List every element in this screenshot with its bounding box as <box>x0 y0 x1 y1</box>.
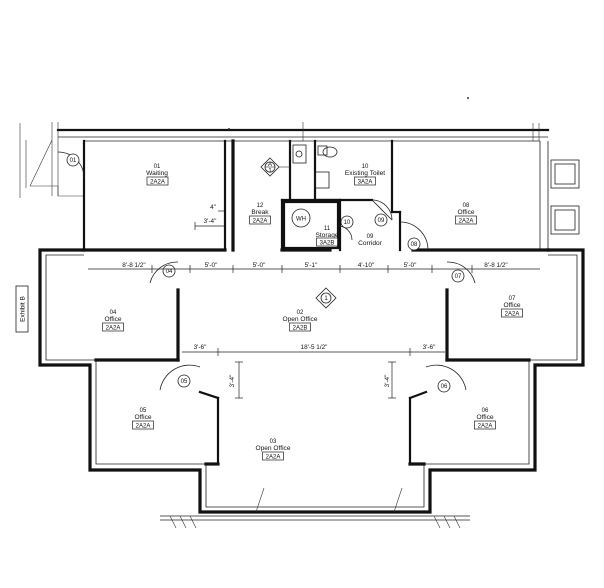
dim-label: 8'-8 1/2" <box>122 262 145 269</box>
door-tag-08: 08 <box>411 242 418 248</box>
room-number: 11 <box>324 226 331 232</box>
room-number: 10 <box>362 164 369 170</box>
room-number: 04 <box>110 310 117 316</box>
room-code: 2A2A <box>266 454 281 460</box>
dim-label: 5'-0" <box>205 262 218 269</box>
room-09: 09 Corridor <box>358 234 383 247</box>
room-number: 07 <box>509 296 516 302</box>
room-code: 2A2A <box>150 179 165 185</box>
door-tag-01: 01 <box>70 158 77 164</box>
scan-specks <box>228 97 469 130</box>
water-heater: WH <box>291 208 311 228</box>
top-wall-strip <box>19 122 550 250</box>
room-code: 2A2A <box>505 311 520 317</box>
room-04: 04 Office 2A2A <box>102 310 124 332</box>
door-tag-06: 06 <box>441 384 448 390</box>
room-name: Office <box>503 302 520 309</box>
room-name: Waiting <box>146 170 168 177</box>
exterior-units <box>550 159 580 235</box>
elevation-tag-top: A <box>268 162 272 168</box>
room-code: 3A2B <box>320 240 335 246</box>
room-code: 2A2B <box>293 325 308 331</box>
entry-steps <box>160 487 470 529</box>
room-name: Office <box>134 414 151 421</box>
room-name: Existing Toilet <box>345 170 385 177</box>
room-code: 3A2A <box>358 179 373 185</box>
door-tag-09: 09 <box>378 218 385 224</box>
door-tag-05: 05 <box>181 379 188 385</box>
elevation-tag-bottom: 1 <box>268 169 272 175</box>
room-number: 01 <box>154 164 161 170</box>
room-number: 12 <box>257 203 264 209</box>
dim-label: 3'-4" <box>384 375 391 388</box>
room-name: Office <box>104 316 121 323</box>
room-number: 05 <box>140 408 147 414</box>
elevation-marker: A 1 <box>260 157 290 177</box>
room-name: Open Office <box>282 316 317 323</box>
room-02: 02 Open Office 2A2B <box>282 310 318 332</box>
room-11: 11 Storage 3A2B <box>315 226 339 247</box>
section-tag-label: 1 <box>324 296 328 302</box>
room-labels: 01 Waiting 2A2A 12 Break 2A2A 10 Existin… <box>102 164 523 461</box>
door-swings <box>149 221 476 391</box>
door-tag-07: 07 <box>455 274 462 280</box>
door-tags: 01 10 09 08 04 07 05 06 <box>66 153 465 393</box>
dim-label: 5'-1" <box>305 262 318 269</box>
section-marker: 1 <box>315 287 337 309</box>
room-06: 06 Office 2A2A <box>474 408 496 430</box>
dimension-strings: 8'-8 1/2" 5'-0" 5'-0" 5'-1" 4'-10" 5'-0"… <box>88 204 540 399</box>
building-outline <box>38 139 585 514</box>
room-number: 06 <box>482 408 489 414</box>
dim-label: 8'-8 1/2" <box>484 262 507 269</box>
room-number: 03 <box>270 439 277 445</box>
dim-label: 5'-0" <box>253 262 266 269</box>
room-code: 2A2A <box>253 218 268 224</box>
toilet-fixtures <box>292 144 393 221</box>
door-tag-10: 10 <box>344 220 351 226</box>
room-03: 03 Open Office 2A2A <box>255 439 291 461</box>
room-name: Corridor <box>358 240 383 247</box>
room-number: 09 <box>367 234 374 240</box>
room-number: 02 <box>297 310 304 316</box>
room-code: 2A2A <box>106 325 121 331</box>
door-tag-04: 04 <box>166 269 173 275</box>
exhibit-label: Exhibit B <box>15 285 29 333</box>
dim-label: 3'-4" <box>204 218 217 225</box>
room-name: Office <box>476 414 493 421</box>
exhibit-label-text: Exhibit B <box>20 296 27 322</box>
room-code: 2A2A <box>136 423 151 429</box>
dim-label: 3'-6" <box>423 344 436 351</box>
room-07: 07 Office 2A2A <box>501 296 523 318</box>
room-name: Break <box>251 209 269 216</box>
dim-label: 4'-10" <box>358 262 374 269</box>
room-name: Open Office <box>255 445 290 452</box>
dim-label: 3'-4" <box>229 375 236 388</box>
room-01: 01 Waiting 2A2A <box>146 164 169 186</box>
room-12: 12 Break 2A2A <box>249 203 271 225</box>
dim-label: 4" <box>210 204 216 211</box>
room-10: 10 Existing Toilet 3A2A <box>345 164 385 186</box>
dim-label: 3'-6" <box>194 344 207 351</box>
room-number: 08 <box>463 203 470 209</box>
water-heater-label: WH <box>296 217 306 223</box>
room-name: Office <box>457 209 474 216</box>
room-name: Storage <box>315 232 338 239</box>
dim-label: 18'-5 1/2" <box>301 344 328 351</box>
room-05: 05 Office 2A2A <box>132 408 154 430</box>
room-code: 2A2A <box>478 423 493 429</box>
room-code: 2A2A <box>459 218 474 224</box>
room-08: 08 Office 2A2A <box>455 203 477 225</box>
dim-label: 5'-0" <box>404 262 417 269</box>
